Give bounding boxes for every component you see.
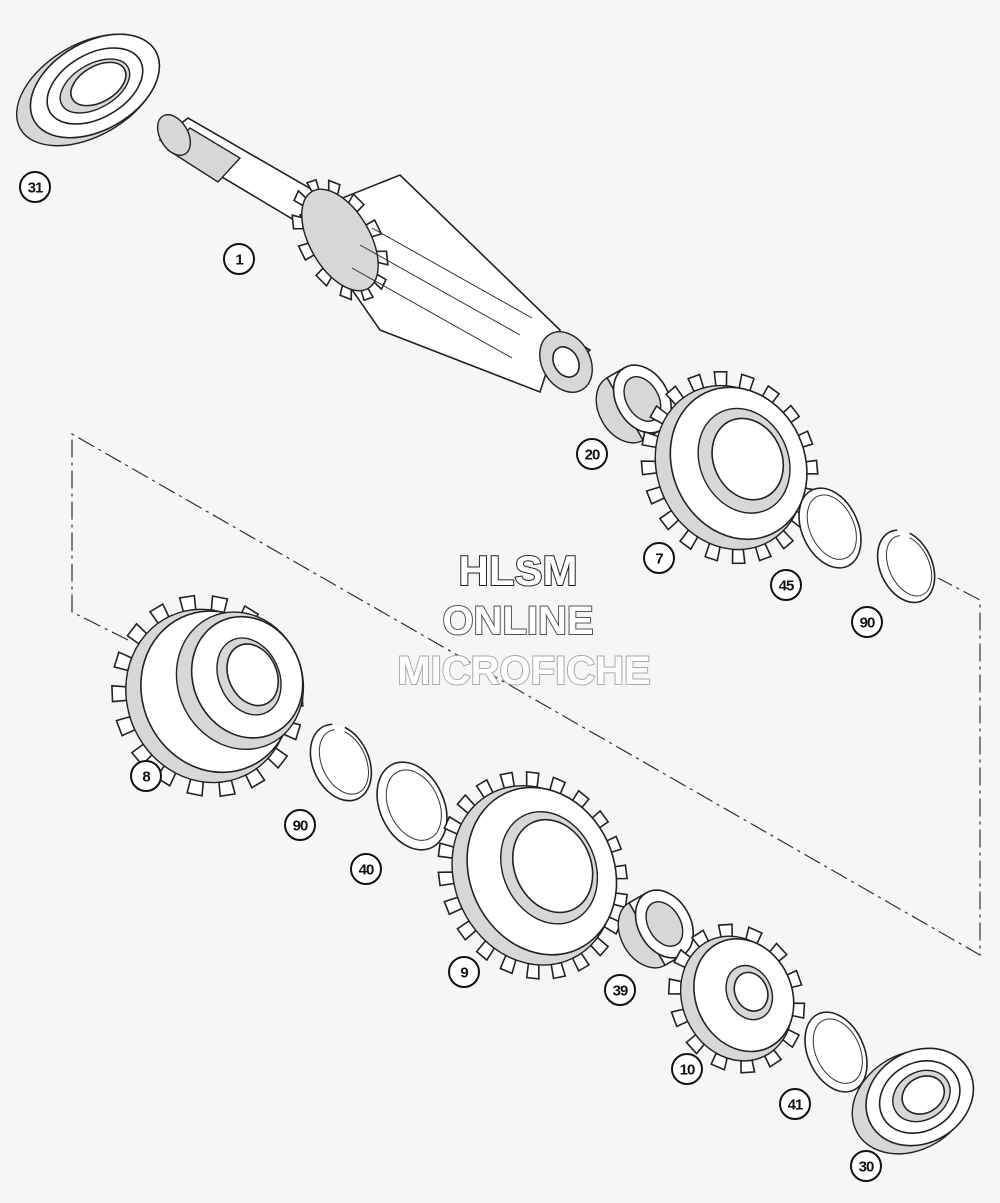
callout-90-lower[interactable]: 90	[284, 809, 316, 841]
watermark-line-2: ONLINE	[442, 599, 593, 643]
callout-30-number: 30	[859, 1159, 874, 1176]
gear-8[interactable]	[79, 562, 339, 828]
callout-45[interactable]: 45	[770, 569, 802, 601]
callout-90-lower-number: 90	[293, 818, 308, 835]
circlip-90-lower[interactable]	[299, 714, 384, 810]
transmission-shaft[interactable]	[151, 109, 603, 402]
assembly-outline	[71, 432, 981, 957]
callout-90-upper[interactable]: 90	[851, 606, 883, 638]
callout-7-number: 7	[655, 551, 663, 568]
callout-8-number: 8	[142, 769, 150, 786]
circlip-90-upper[interactable]	[866, 521, 945, 612]
callout-30[interactable]: 30	[850, 1150, 882, 1182]
callout-1[interactable]: 1	[223, 243, 255, 275]
callout-9-number: 9	[460, 965, 468, 982]
callout-39-number: 39	[613, 983, 628, 1000]
callout-40[interactable]: 40	[350, 853, 382, 885]
watermark-line-3: MICROFICHE	[397, 649, 650, 693]
callout-9[interactable]: 9	[448, 956, 480, 988]
callout-39[interactable]: 39	[604, 974, 636, 1006]
callout-41[interactable]: 41	[779, 1088, 811, 1120]
callout-31[interactable]: 31	[19, 171, 51, 203]
thrust-washer-40[interactable]	[364, 751, 461, 861]
watermark: HLSM ONLINE MICROFICHE	[396, 546, 651, 694]
thrust-washer-41[interactable]	[793, 1002, 879, 1102]
ball-bearing-31[interactable]	[0, 11, 179, 169]
callout-7[interactable]: 7	[643, 542, 675, 574]
callout-10[interactable]: 10	[671, 1053, 703, 1085]
gear-7[interactable]	[610, 342, 849, 592]
callout-8[interactable]: 8	[130, 760, 162, 792]
gear-10[interactable]	[645, 902, 829, 1096]
callout-20[interactable]: 20	[576, 438, 608, 470]
callout-1-number: 1	[235, 252, 243, 269]
callout-20-number: 20	[585, 447, 600, 464]
callout-41-number: 41	[788, 1097, 803, 1114]
needle-bearing-39[interactable]	[607, 880, 705, 978]
gear-9[interactable]	[405, 740, 661, 1010]
watermark-line-1: HLSM	[459, 547, 578, 594]
callout-45-number: 45	[779, 578, 794, 595]
callout-90-upper-number: 90	[860, 615, 875, 632]
callout-31-number: 31	[28, 180, 43, 197]
thrust-washer-45[interactable]	[787, 478, 873, 578]
callout-10-number: 10	[680, 1062, 695, 1079]
callout-40-number: 40	[359, 862, 374, 879]
ball-bearing-30[interactable]	[833, 1027, 992, 1174]
